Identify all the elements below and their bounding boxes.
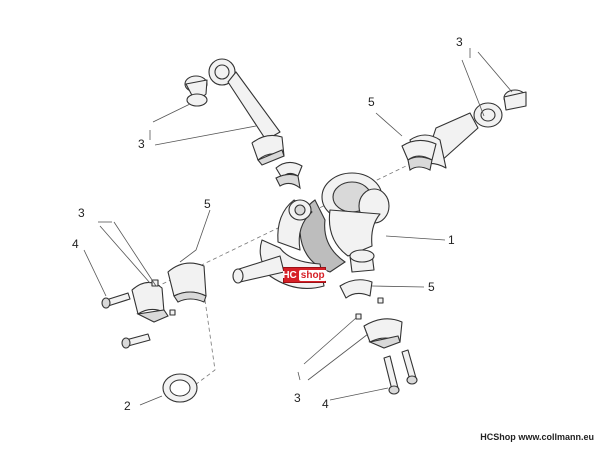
footer-url[interactable]: www.collmann.eu [518,432,594,442]
bearing-cap-left [131,279,176,323]
callout-bolts-lower: 4 [322,397,329,411]
thrust-washer [162,373,198,403]
bearing-shell-left [167,262,207,303]
footer-credit: HCShop www.collmann.eu [480,432,594,442]
bearing-shell-mid [339,279,384,304]
callout-bearing-upper: 5 [368,95,375,109]
bolts-lower [383,349,418,395]
callout-upper-right: 3 [456,35,463,49]
callout-upper-left: 3 [138,137,145,151]
callout-bearing-mid: 5 [204,197,211,211]
crankshaft [232,172,390,289]
callout-bolts-left: 4 [72,237,79,251]
footer-shop-name[interactable]: HCShop [480,432,516,442]
connecting-rod-upper-left [184,58,285,166]
callout-mid-left: 3 [78,206,85,220]
assembly-axis-lower [194,299,216,386]
callout-crankshaft: 1 [448,233,455,247]
leader-lines [83,48,513,406]
bearing-cap-lower [355,313,403,349]
bearing-shell-upper [275,161,303,190]
bearing-shell-right [401,139,437,171]
hcshop-logo: HC shop [282,267,327,283]
bolts-left [101,292,151,349]
callout-lower-mid: 3 [294,391,301,405]
callout-thrust-washer: 2 [124,399,131,413]
logo-shop-text: shop [298,269,327,281]
callout-bearing-right: 5 [428,280,435,294]
logo-hc-text: HC [282,269,297,281]
